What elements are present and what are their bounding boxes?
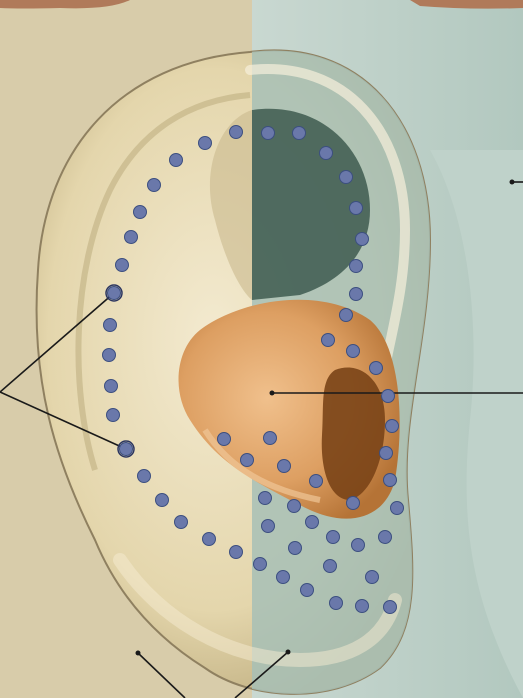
acupoint-dot xyxy=(156,494,169,507)
leader-dot-lobe-left xyxy=(136,651,141,656)
acupoint-dot xyxy=(277,571,290,584)
acupoint-dot xyxy=(105,380,118,393)
acupoint-dot xyxy=(262,520,275,533)
acupoint-dot xyxy=(218,433,231,446)
leader-dot-face xyxy=(510,180,515,185)
acupoint-dot xyxy=(330,597,343,610)
acupoint-dot xyxy=(199,137,212,150)
acupoint-dot xyxy=(350,260,363,273)
acupoint-dot xyxy=(138,470,151,483)
acupoint-dot xyxy=(116,259,129,272)
acupoint-dot xyxy=(384,474,397,487)
leader-dot-lobe-right xyxy=(286,650,291,655)
acupoint-dot xyxy=(322,334,335,347)
acupoint-dot xyxy=(108,287,121,300)
acupoint-dot xyxy=(384,601,397,614)
acupoint-dot xyxy=(356,233,369,246)
acupoint-dot xyxy=(380,447,393,460)
acupoint-dot xyxy=(125,231,138,244)
acupoint-dot xyxy=(347,497,360,510)
acupoint-dot xyxy=(104,319,117,332)
acupoint-dot xyxy=(324,560,337,573)
acupoint-dot xyxy=(340,171,353,184)
leader-dot-concha xyxy=(270,391,275,396)
acupoint-dot xyxy=(107,409,120,422)
acupoint-dot xyxy=(340,309,353,322)
acupoint-dot xyxy=(301,584,314,597)
acupoint-dot xyxy=(175,516,188,529)
acupoint-dot xyxy=(310,475,323,488)
acupoint-dot xyxy=(120,443,133,456)
acupoint-dot xyxy=(230,126,243,139)
acupoint-dot xyxy=(386,420,399,433)
acupoint-dot xyxy=(370,362,383,375)
acupoint-dot xyxy=(379,531,392,544)
acupoint-dot xyxy=(288,500,301,513)
acupoint-dot xyxy=(350,202,363,215)
acupoint-dot xyxy=(320,147,333,160)
acupoint-dot xyxy=(262,127,275,140)
acupoint-dot xyxy=(254,558,267,571)
acupoint-dot xyxy=(278,460,291,473)
acupoint-dot xyxy=(148,179,161,192)
acupoint-dot xyxy=(350,288,363,301)
acupoint-dot xyxy=(356,600,369,613)
acupoint-dot xyxy=(264,432,277,445)
acupoint-dot xyxy=(306,516,319,529)
acupoint-dot xyxy=(382,390,395,403)
acupoint-dot xyxy=(347,345,360,358)
acupoint-dot xyxy=(289,542,302,555)
acupoint-dot xyxy=(203,533,216,546)
acupoint-dot xyxy=(391,502,404,515)
acupoint-dot xyxy=(327,531,340,544)
acupoint-dot xyxy=(241,454,254,467)
acupoint-dot xyxy=(230,546,243,559)
acupoint-dot xyxy=(134,206,147,219)
acupoint-dot xyxy=(352,539,365,552)
acupoint-dot xyxy=(366,571,379,584)
acupoint-dot xyxy=(259,492,272,505)
acupoint-dot xyxy=(170,154,183,167)
acupoint-dot xyxy=(103,349,116,362)
acupoint-dot xyxy=(293,127,306,140)
